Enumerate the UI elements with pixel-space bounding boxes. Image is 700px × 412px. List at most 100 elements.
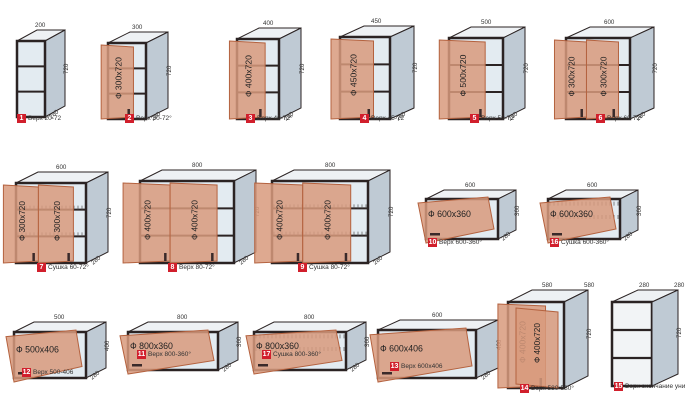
door-panel <box>169 182 218 264</box>
door-panel <box>330 38 374 120</box>
door-size-label: Ф 450х720 <box>348 54 358 96</box>
cabinet-side <box>44 29 66 118</box>
door-size-label: Ф 300х720 <box>53 201 62 241</box>
cabinet-number-badge: 14 <box>520 384 529 393</box>
cabinet-name: Верх 800-360° <box>148 351 192 358</box>
dimension-height: 720 <box>166 65 173 76</box>
cabinet-side <box>563 289 589 389</box>
cabinet-name: Верх 600х406 <box>401 363 443 370</box>
dimension-width: 200 <box>35 22 46 29</box>
cabinet-name: Верх 60-72° <box>607 115 643 122</box>
door-panel <box>245 329 343 375</box>
door-panel <box>539 196 617 244</box>
cabinet-number-badge: 1 <box>17 114 26 123</box>
door-size-label: Ф 400х720 <box>533 323 542 363</box>
cabinet-number-badge: 6 <box>596 114 605 123</box>
cabinet-number-badge: 16 <box>550 238 559 247</box>
door-size-label: Ф 400х720 <box>276 200 285 240</box>
door-handle <box>367 109 370 117</box>
dimension-height: 720 <box>586 328 593 339</box>
door-panel <box>228 40 266 120</box>
cabinet-side <box>233 169 257 264</box>
cabinet-name: Верх 500-406 <box>33 369 74 376</box>
dimension-width: 280 <box>639 282 650 289</box>
door-size-label: Ф 300х720 <box>18 201 27 241</box>
door-size-label: Ф 400х720 <box>324 200 333 240</box>
cabinet-name: Сушка 800-360° <box>273 351 322 358</box>
dimension-height: 720 <box>388 206 395 217</box>
door-handle <box>259 109 262 117</box>
cabinet-name: Верх 30-72° <box>136 115 172 122</box>
cabinet-number-badge: 13 <box>390 362 399 371</box>
door-size-label: Ф 300х720 <box>113 57 123 99</box>
dimension-height: 360 <box>364 336 371 347</box>
door-handle <box>67 253 70 261</box>
cabinet-side <box>389 25 415 120</box>
cabinet-number-badge: 9 <box>298 263 307 272</box>
door-handle <box>430 233 440 236</box>
dimension-height: 720 <box>523 63 530 74</box>
cabinet-side <box>278 27 302 120</box>
dimension-height: 360 <box>514 205 521 216</box>
cabinet-number-badge: 8 <box>168 263 177 272</box>
cabinet-name: Сушка 600-360° <box>561 239 610 246</box>
door-panel <box>438 39 486 120</box>
cabinet-number-badge: 7 <box>37 263 46 272</box>
door-panel <box>302 182 352 264</box>
dimension-width: 500 <box>54 314 65 321</box>
dimension-height: 720 <box>412 62 419 73</box>
door-handle <box>32 253 35 261</box>
dimension-width: 600 <box>587 182 598 189</box>
cabinet-side <box>85 171 109 264</box>
dimension-width: 500 <box>481 19 492 26</box>
door-size-label: Ф 300х720 <box>599 56 608 96</box>
door-panel <box>585 39 619 120</box>
dimension-width-2: 580 <box>584 282 595 289</box>
dimension-width: 800 <box>325 162 336 169</box>
door-size-label: Ф 500х406 <box>16 345 59 355</box>
door-handle <box>580 109 583 117</box>
cabinet-name: Верх 50-72 <box>481 115 515 122</box>
door-size-label: Ф 800х360 <box>256 341 299 351</box>
door-size-label: Ф 600х360 <box>550 209 593 219</box>
cabinet-number-badge: 11 <box>137 350 146 359</box>
door-handle <box>258 364 268 367</box>
cabinet-number-badge: 10 <box>428 238 437 247</box>
door-size-label: Ф 600х360 <box>428 209 471 219</box>
dimension-width: 600 <box>604 19 615 26</box>
dimension-width: 800 <box>192 162 203 169</box>
door-size-label: Ф 800х360 <box>130 341 173 351</box>
dimension-height: 406 <box>104 340 111 351</box>
dimension-width: 800 <box>304 314 315 321</box>
dimension-width: 600 <box>56 164 67 171</box>
cabinet-number-badge: 3 <box>246 114 255 123</box>
cabinet-side <box>145 31 169 120</box>
cabinet-name: Сушка 60-72° <box>48 264 89 271</box>
cabinet-name: Верх 80-72° <box>179 264 215 271</box>
door-panel <box>515 307 559 389</box>
door-handle <box>164 253 167 261</box>
door-size-label: Ф 400х720 <box>191 200 200 240</box>
